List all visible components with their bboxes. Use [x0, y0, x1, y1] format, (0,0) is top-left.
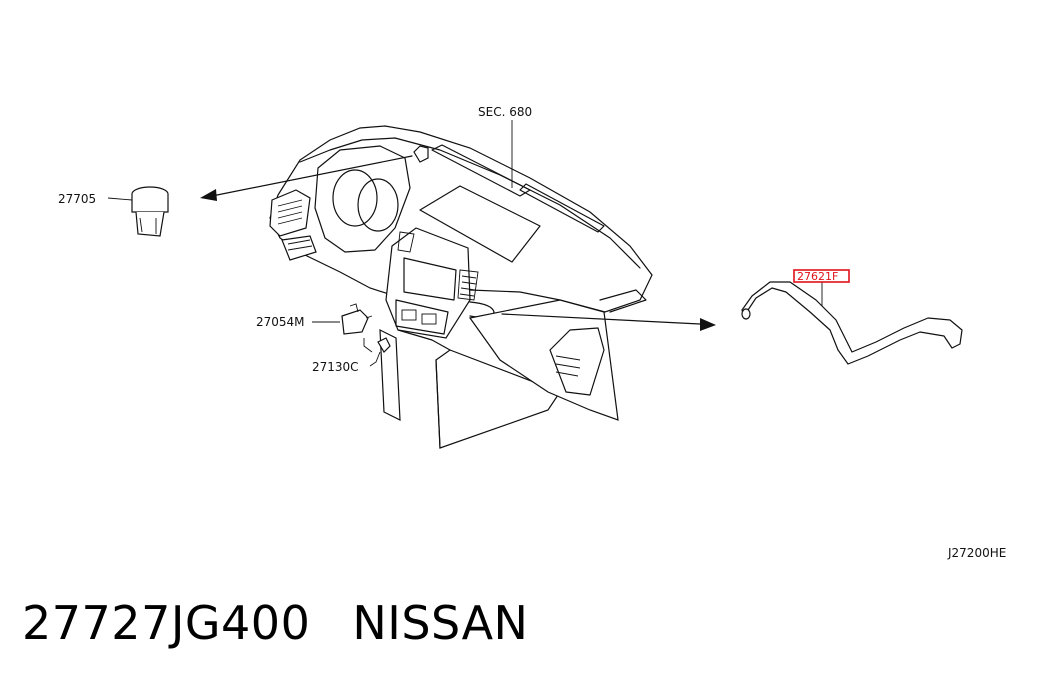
arrow-to-27705 [200, 155, 413, 201]
caption-part-number: 27727JG400 [22, 596, 311, 650]
caption: 27727JG400 NISSAN [22, 596, 570, 650]
part-27705-illustration [107, 186, 169, 237]
part-27130C-illustration [369, 337, 391, 367]
label-27705: 27705 [58, 192, 96, 206]
part-27054M-illustration [312, 303, 373, 353]
caption-brand: NISSAN [352, 596, 529, 650]
dashboard-illustration [269, 120, 653, 449]
highlight-box-27621F [793, 269, 850, 283]
label-sec-680: SEC. 680 [478, 105, 532, 119]
label-drawing-code: J27200HE [947, 546, 1006, 560]
part-27621F-hose [741, 281, 963, 365]
arrow-to-27621F [501, 313, 716, 331]
label-27621F[interactable]: 27621F [797, 270, 838, 283]
sensor-top-icon [413, 145, 429, 163]
label-27054M: 27054M [256, 315, 305, 329]
label-27130C: 27130C [312, 360, 359, 374]
